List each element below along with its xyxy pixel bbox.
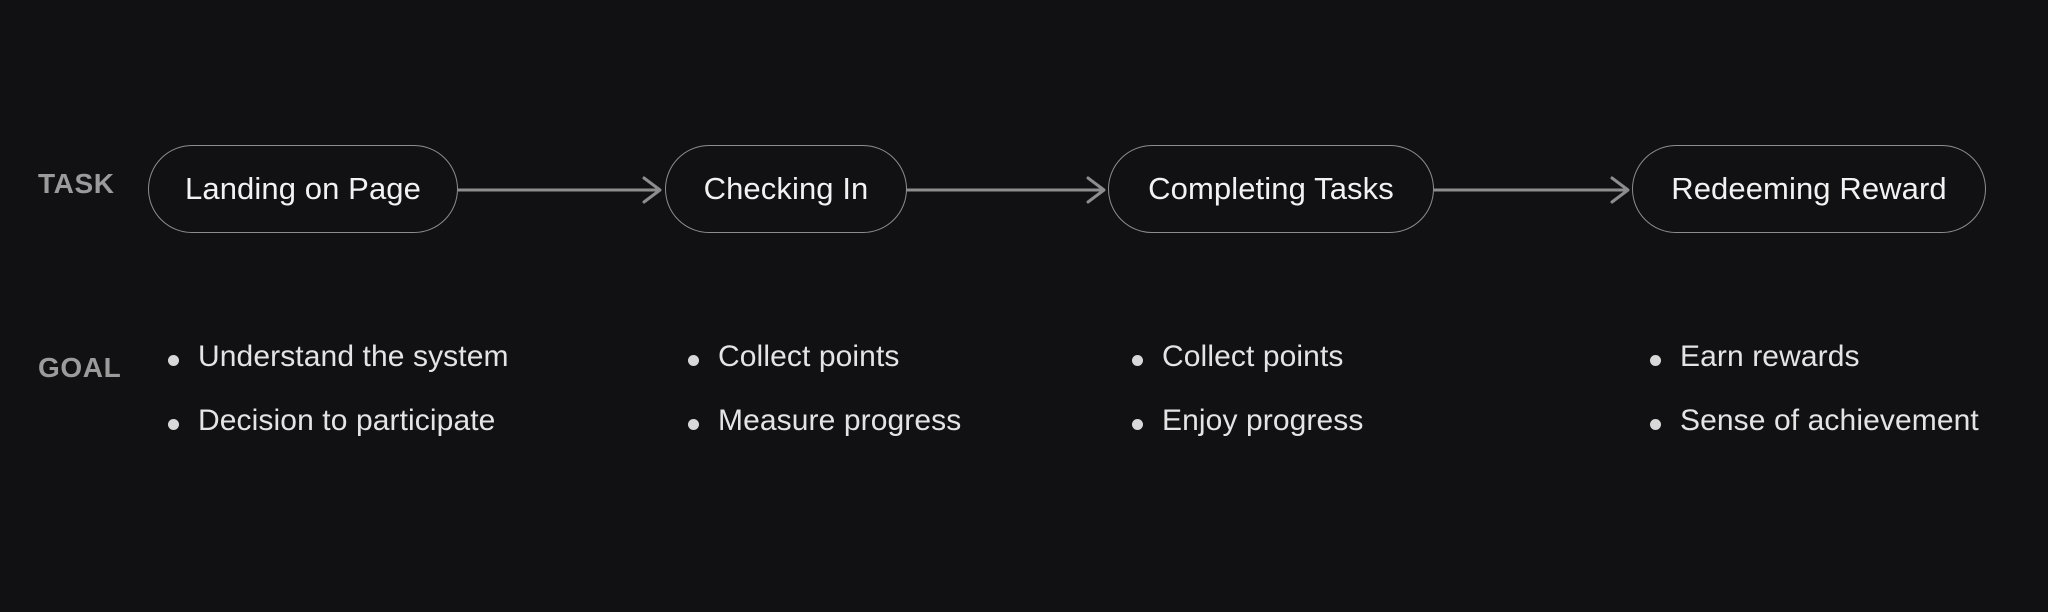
goal-list-item: Sense of achievement [1650, 404, 1979, 468]
goal-text: Sense of achievement [1680, 404, 1979, 437]
bullet-icon [688, 355, 699, 366]
goal-column-2: Collect points Measure progress [688, 340, 961, 468]
goal-text: Collect points [1162, 340, 1344, 373]
goal-column-4: Earn rewards Sense of achievement [1650, 340, 1979, 468]
goal-list-item: Enjoy progress [1132, 404, 1364, 468]
goal-row-label: GOAL [38, 352, 122, 383]
bullet-icon [1132, 419, 1143, 430]
goal-text: Collect points [718, 340, 900, 373]
task-pill-label: Redeeming Reward [1671, 171, 1947, 206]
task-pill-redeeming-reward[interactable]: Redeeming Reward [1632, 145, 1986, 233]
goal-text: Measure progress [718, 404, 962, 437]
task-pill-label: Checking In [703, 171, 869, 206]
goal-column-1: Understand the system Decision to partic… [168, 340, 509, 468]
task-row: Landing on Page Checking In Completing T… [0, 145, 2048, 235]
task-row-label: TASK [38, 168, 115, 199]
bullet-icon [168, 355, 179, 366]
bullet-icon [1650, 419, 1661, 430]
goal-text: Decision to participate [198, 404, 496, 437]
bullet-icon [1650, 355, 1661, 366]
goal-list-item: Measure progress [688, 404, 961, 468]
goal-list-item: Earn rewards [1650, 340, 1979, 404]
bullet-icon [168, 419, 179, 430]
task-pill-landing-on-page[interactable]: Landing on Page [148, 145, 458, 233]
goal-list-item: Decision to participate [168, 404, 509, 468]
goal-row: Understand the system Decision to partic… [0, 340, 2048, 480]
goal-column-3: Collect points Enjoy progress [1132, 340, 1364, 468]
goal-list-item: Collect points [1132, 340, 1364, 404]
goal-list-item: Collect points [688, 340, 961, 404]
task-pill-checking-in[interactable]: Checking In [665, 145, 907, 233]
task-pill-label: Landing on Page [185, 171, 421, 206]
task-pill-label: Completing Tasks [1148, 171, 1394, 206]
goal-text: Enjoy progress [1162, 404, 1364, 437]
task-pill-completing-tasks[interactable]: Completing Tasks [1108, 145, 1434, 233]
goal-list-item: Understand the system [168, 340, 509, 404]
bullet-icon [688, 419, 699, 430]
bullet-icon [1132, 355, 1143, 366]
goal-text: Earn rewards [1680, 340, 1860, 373]
goal-text: Understand the system [198, 340, 509, 373]
